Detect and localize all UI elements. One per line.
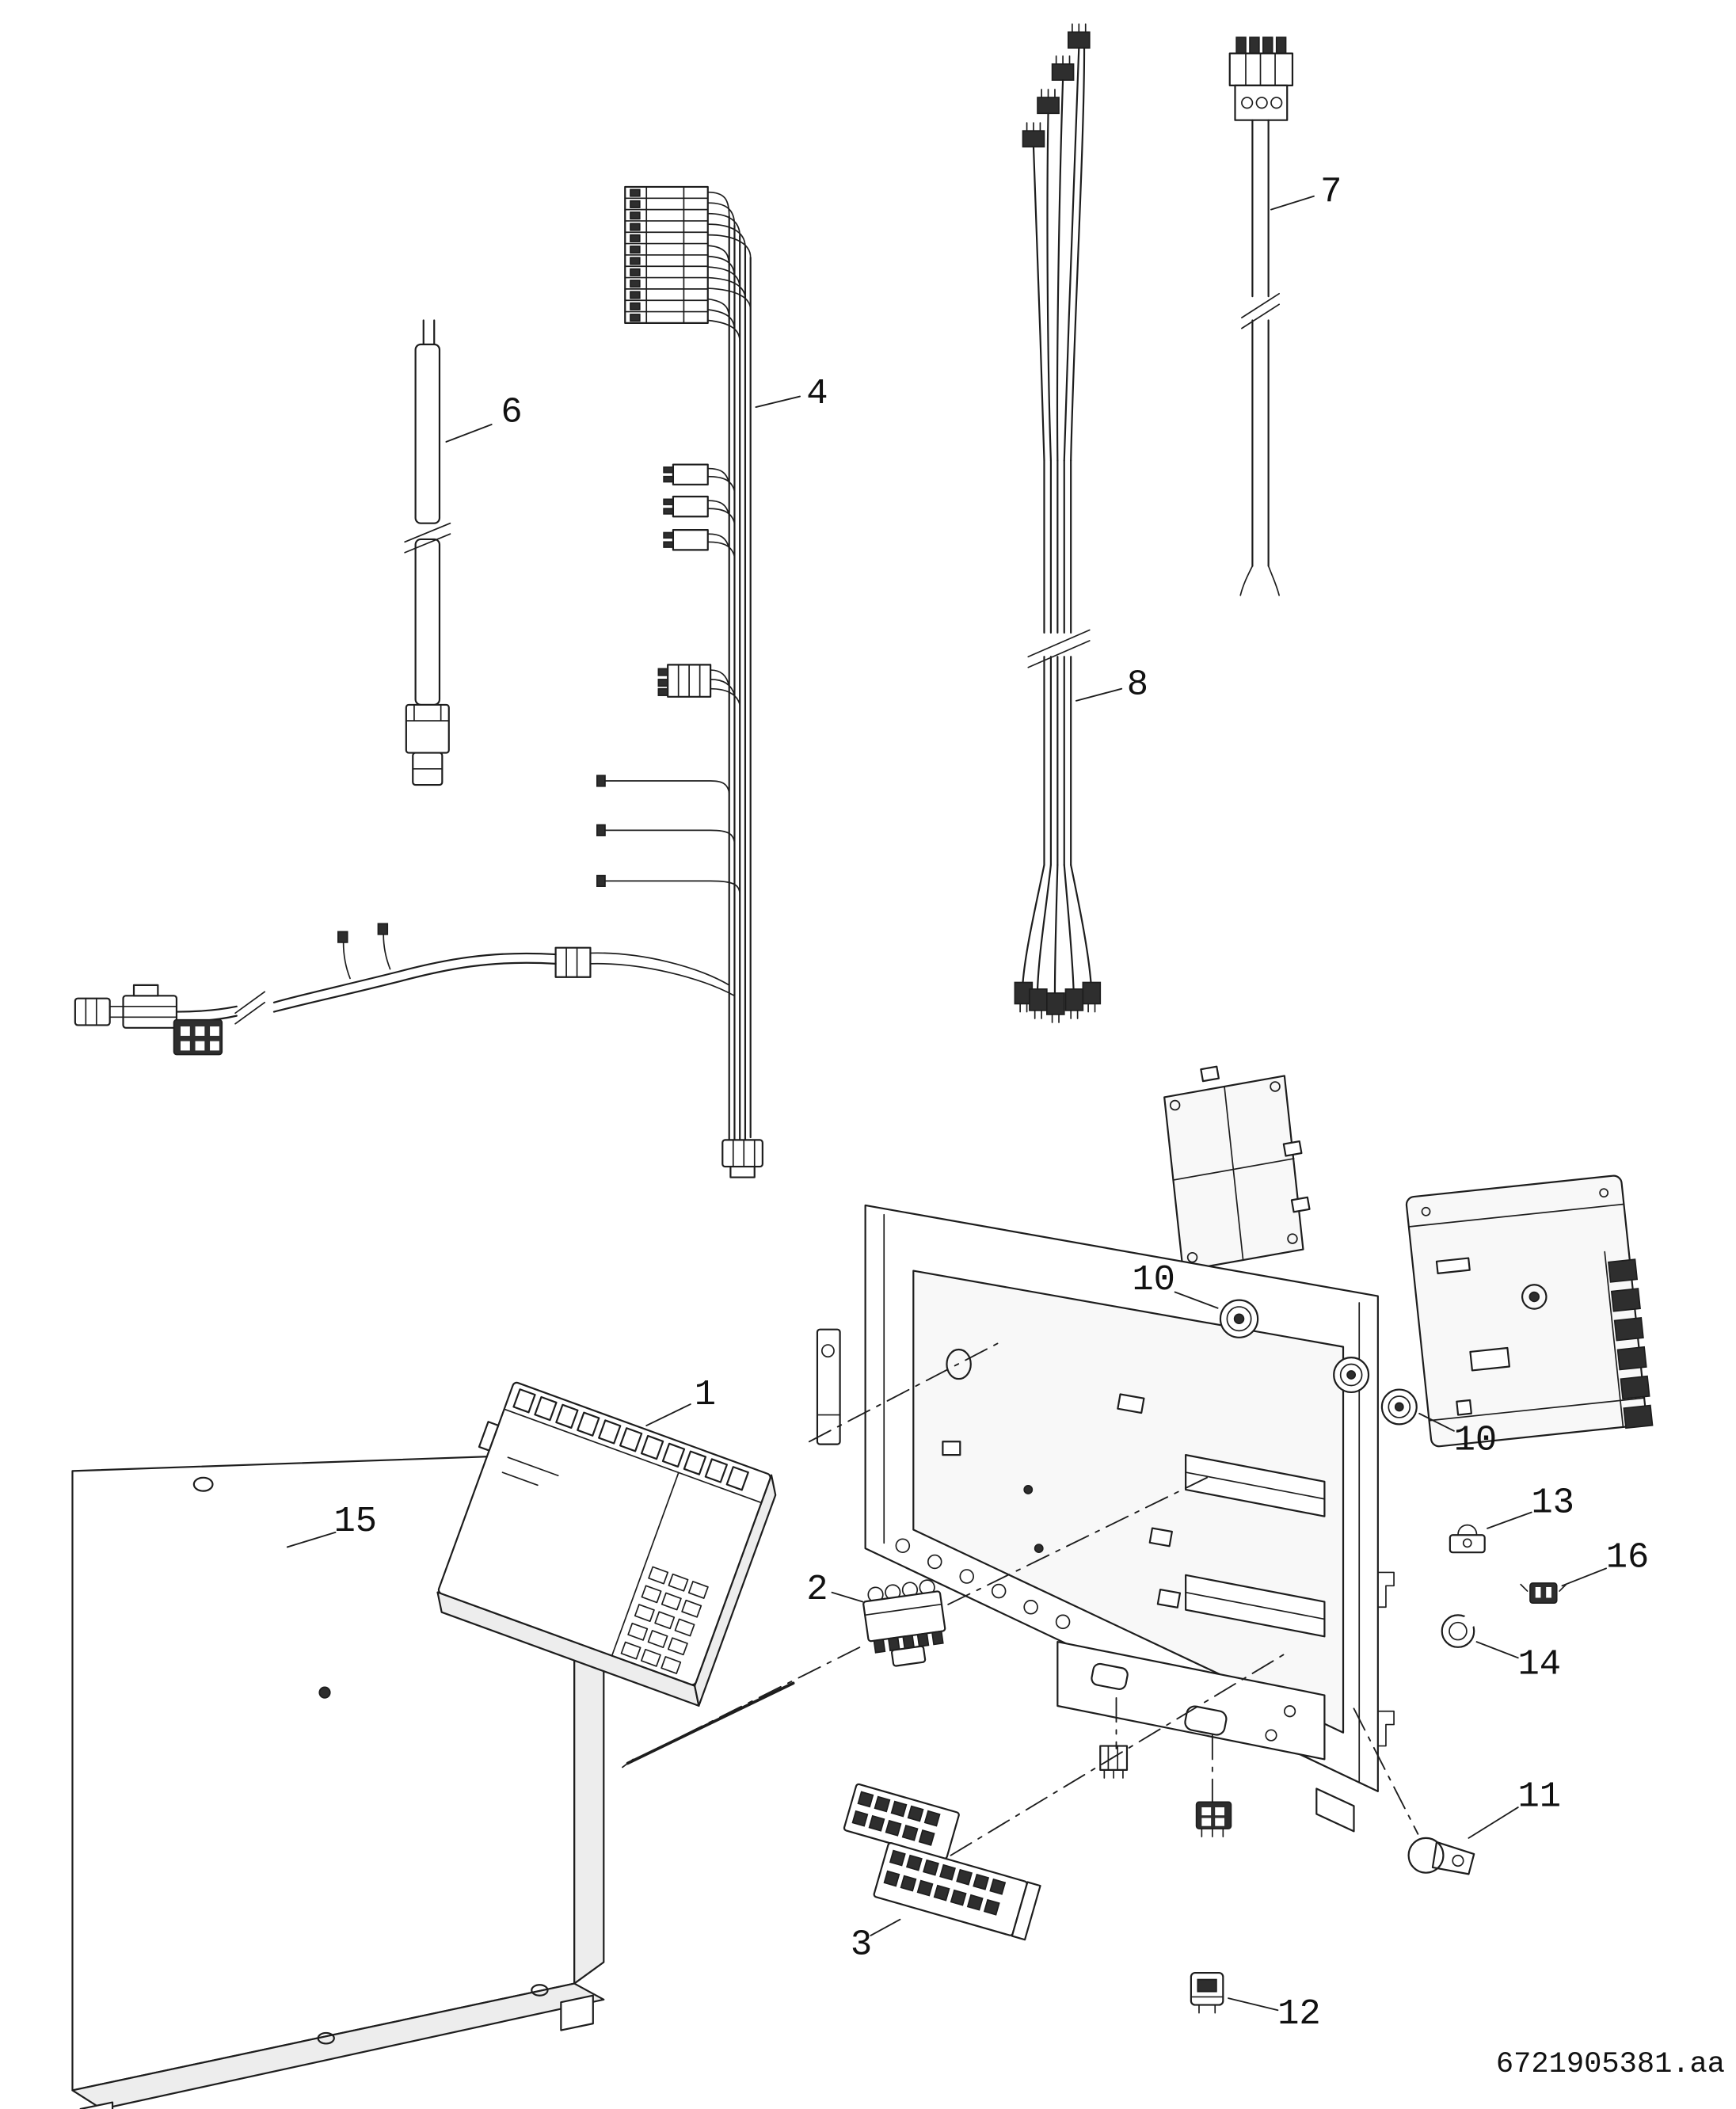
callout-15-label: 15 [333, 1501, 377, 1542]
callout-4-leader [755, 395, 801, 408]
callout-16-leader [1561, 1567, 1607, 1587]
callout-16: 16 [1561, 1537, 1650, 1587]
callout-7: 7 [1270, 172, 1342, 213]
callout-11-leader [1468, 1806, 1519, 1839]
part-2-terminal-block [862, 1579, 946, 1667]
part-7-cable [1228, 36, 1294, 596]
callout-11-label: 11 [1517, 1776, 1561, 1817]
doc-id: 6721905381.aa [1496, 2048, 1725, 2081]
callout-1-leader [645, 1403, 691, 1426]
callout-14-leader [1475, 1641, 1519, 1659]
callout-10a-label: 10 [1132, 1259, 1175, 1300]
callout-2-label: 2 [806, 1569, 828, 1610]
callout-7-label: 7 [1320, 172, 1342, 213]
callout-12-leader [1228, 1997, 1279, 2012]
callout-12-label: 12 [1277, 1993, 1321, 2035]
callout-6: 6 [445, 392, 523, 443]
part-10-grommet-a [1219, 1299, 1259, 1338]
callout-8-label: 8 [1127, 664, 1148, 705]
callout-14-label: 14 [1517, 1644, 1561, 1685]
part-8-cable-bundle [1014, 23, 1102, 1023]
part-6-sensor-probe [404, 319, 451, 786]
part-4-wiring-harness [74, 185, 763, 1178]
part-3-terminal-strips [843, 1783, 1041, 1941]
callout-3: 3 [851, 1918, 901, 1965]
din-connector-b [1195, 1801, 1232, 1838]
callout-10a: 10 [1132, 1259, 1219, 1309]
part-13-clip [1449, 1524, 1486, 1554]
callout-15-leader [286, 1531, 337, 1548]
mounting-plate [1163, 1065, 1311, 1272]
callout-8: 8 [1075, 664, 1148, 705]
part-12-clip [1190, 1971, 1224, 2014]
callout-2-leader [831, 1591, 864, 1603]
callout-10a-leader [1174, 1291, 1219, 1309]
callout-3-label: 3 [851, 1924, 872, 1965]
callout-15: 15 [286, 1501, 377, 1548]
callout-4: 4 [755, 373, 828, 414]
callout-10b-leader [1418, 1412, 1455, 1432]
callout-10b-label: 10 [1454, 1419, 1498, 1460]
part-10-grommet-b [1333, 1357, 1418, 1426]
callout-4-label: 4 [806, 373, 828, 414]
part-11-pclip [1407, 1837, 1475, 1875]
callout-6-label: 6 [501, 392, 522, 433]
callout-6-leader [445, 424, 493, 443]
callout-1: 1 [645, 1374, 716, 1426]
callout-12: 12 [1228, 1993, 1321, 2035]
callout-13-label: 13 [1531, 1483, 1574, 1524]
part-14-ring [1441, 1614, 1477, 1648]
callout-3-leader [870, 1918, 901, 1936]
part-16-clip [1520, 1582, 1567, 1605]
callout-16-label: 16 [1606, 1537, 1650, 1578]
control-module [1405, 1174, 1654, 1448]
part-1-controller [436, 1381, 777, 1707]
callout-1-label: 1 [695, 1374, 716, 1415]
chassis-frame [816, 1204, 1395, 1833]
assembly-axis-lines [640, 1342, 1419, 1856]
callout-2: 2 [806, 1569, 864, 1610]
callout-11: 11 [1468, 1776, 1561, 1839]
callout-13-leader [1487, 1511, 1532, 1529]
callout-7-leader [1270, 195, 1315, 211]
callout-13: 13 [1487, 1483, 1574, 1529]
callout-8-leader [1075, 687, 1123, 702]
callout-14: 14 [1475, 1641, 1561, 1685]
callout-10b: 10 [1418, 1412, 1498, 1460]
